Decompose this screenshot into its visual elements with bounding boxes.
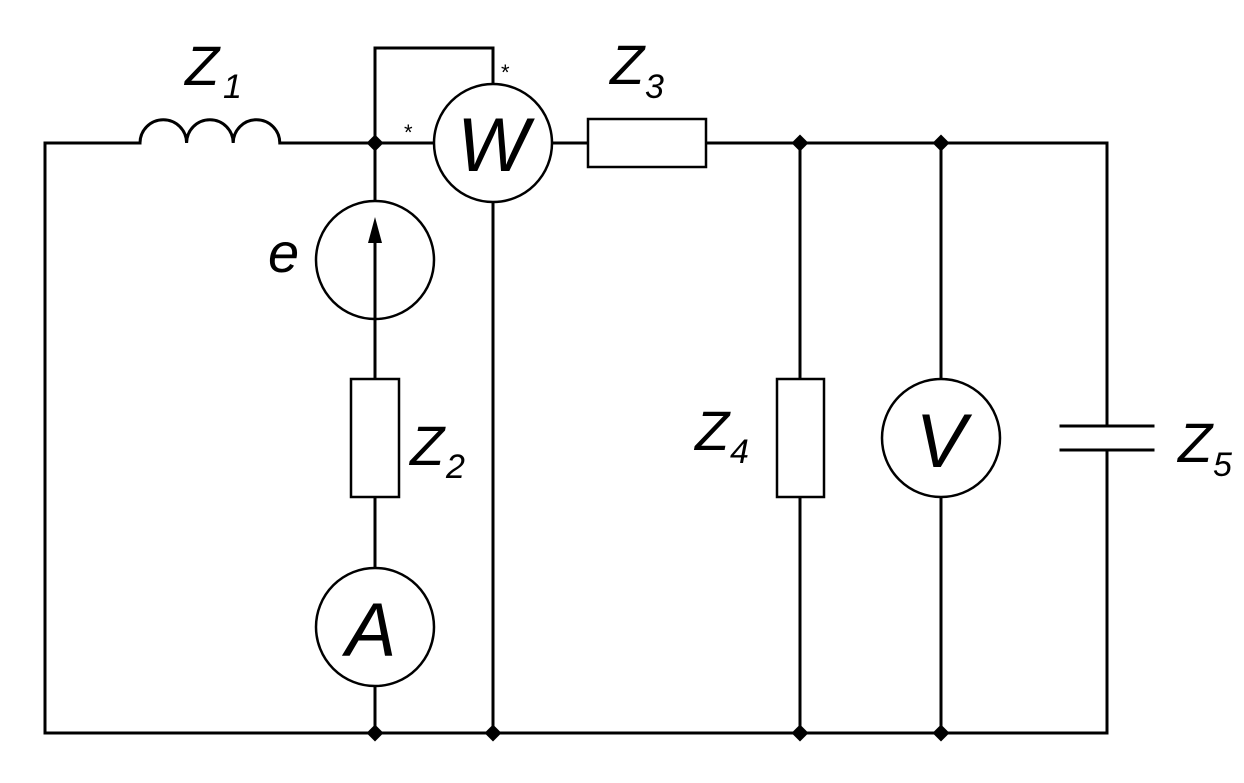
label-z1: Z 1 — [183, 34, 242, 106]
wattmeter — [432, 82, 554, 204]
label-z5-sub: 5 — [1213, 446, 1232, 484]
node — [932, 724, 950, 742]
label-source-e: e — [268, 221, 299, 284]
label-z3-main: Z — [608, 33, 646, 96]
label-z5-main: Z — [1176, 411, 1214, 474]
resistor-z4 — [775, 377, 826, 499]
polarity-mark-voltage: * — [501, 60, 510, 85]
resistor-z3 — [586, 117, 708, 169]
node — [484, 724, 502, 742]
node — [366, 724, 384, 742]
wattmeter-label: W — [457, 103, 535, 188]
label-z3-sub: 3 — [645, 68, 664, 106]
voltage-source-e — [314, 199, 436, 321]
label-z1-main: Z — [183, 34, 221, 97]
node — [366, 134, 384, 152]
label-z2-sub: 2 — [445, 448, 465, 486]
node — [932, 134, 950, 152]
node — [791, 134, 809, 152]
voltmeter — [880, 377, 1002, 499]
label-z2: Z 2 — [408, 414, 465, 486]
ammeter — [314, 566, 436, 688]
polarity-mark-current: * — [404, 120, 413, 145]
label-z4: Z 4 — [693, 399, 749, 471]
inductor-z1 — [138, 118, 282, 145]
junction-nodes — [366, 134, 950, 742]
label-z2-main: Z — [408, 414, 446, 477]
voltmeter-label: V — [916, 399, 973, 484]
wire-wattmeter-voltage-lead — [373, 46, 495, 145]
source-arrow-icon — [368, 217, 382, 243]
node — [791, 724, 809, 742]
label-z5: Z 5 — [1176, 411, 1232, 484]
label-z4-main: Z — [693, 399, 731, 462]
ammeter-label: A — [342, 588, 397, 673]
resistor-z2 — [349, 377, 401, 499]
label-z1-sub: 1 — [223, 68, 242, 106]
label-z4-sub: 4 — [730, 433, 749, 471]
wires — [43, 46, 1109, 735]
label-z3: Z 3 — [608, 33, 664, 106]
capacitor-z5 — [1059, 424, 1155, 452]
